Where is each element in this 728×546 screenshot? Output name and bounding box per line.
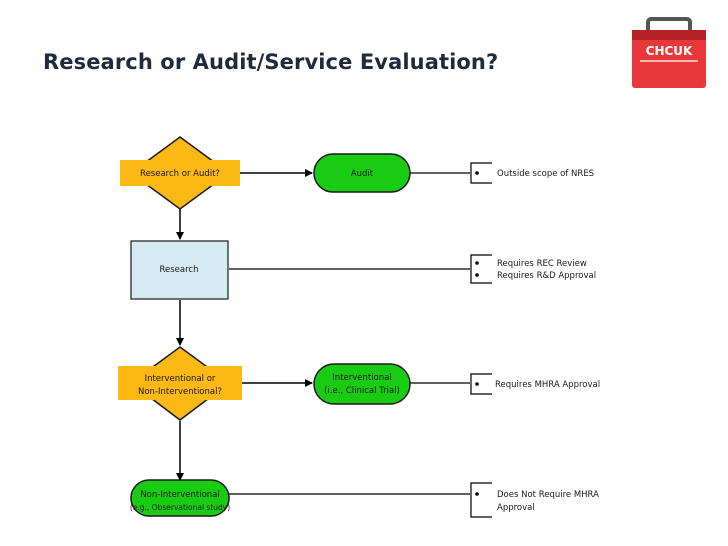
research-node: Research bbox=[130, 240, 229, 300]
chcuk-logo: CHCUK bbox=[632, 17, 706, 88]
note-research-text-2: Requires R&D Approval bbox=[497, 271, 596, 281]
note-research: Requires REC Review Requires R&D Approva… bbox=[470, 254, 596, 284]
noninterventional-label-line1: Non-Interventional bbox=[140, 490, 219, 500]
note-audit: Outside scope of NRES bbox=[470, 162, 594, 184]
note-bracket bbox=[470, 373, 492, 395]
logo-bag bbox=[632, 30, 706, 88]
note-research-text-1: Requires REC Review bbox=[497, 259, 587, 269]
bullet-icon bbox=[475, 492, 479, 496]
note-interventional: Requires MHRA Approval bbox=[470, 373, 600, 395]
research-label: Research bbox=[160, 265, 199, 275]
noninterventional-pill bbox=[130, 479, 230, 517]
decision2-label-line2: Non-Interventional? bbox=[138, 387, 222, 397]
note-bracket bbox=[470, 482, 492, 518]
interventional-label-line2: (i.e., Clinical Trial) bbox=[324, 386, 400, 396]
audit-label: Audit bbox=[351, 169, 374, 179]
research-box bbox=[130, 240, 229, 300]
audit-node: Audit bbox=[313, 153, 411, 193]
interventional-node: Interventional (i.e., Clinical Trial) bbox=[313, 363, 411, 405]
note-bracket bbox=[470, 162, 492, 184]
connectors bbox=[176, 169, 470, 495]
note-noninterventional-text-2: Approval bbox=[497, 503, 535, 513]
bullet-icon bbox=[475, 273, 479, 277]
logo-text: CHCUK bbox=[646, 44, 693, 58]
note-noninterventional-text-1: Does Not Require MHRA bbox=[497, 490, 599, 500]
note-audit-text: Outside scope of NRES bbox=[497, 169, 594, 179]
decision-interventional: Interventional or Non-Interventional? bbox=[118, 346, 242, 421]
noninterventional-node: Non-Interventional (e.g., Observational … bbox=[130, 479, 230, 517]
page-title: Research or Audit/Service Evaluation? bbox=[43, 50, 499, 74]
bullet-icon bbox=[475, 171, 479, 175]
note-interventional-text: Requires MHRA Approval bbox=[495, 380, 600, 390]
decision1-label: Research or Audit? bbox=[140, 169, 220, 179]
noninterventional-label-line2: (e.g., Observational study) bbox=[130, 503, 230, 512]
interventional-pill bbox=[313, 363, 411, 405]
note-bracket bbox=[470, 254, 492, 284]
decision2-label-line1: Interventional or bbox=[145, 374, 216, 384]
audit-pill bbox=[313, 153, 411, 193]
decision-research-or-audit: Research or Audit? bbox=[120, 136, 240, 210]
bullet-icon bbox=[475, 261, 479, 265]
interventional-label-line1: Interventional bbox=[332, 373, 391, 383]
note-noninterventional: Does Not Require MHRA Approval bbox=[470, 482, 599, 518]
bullet-icon bbox=[475, 382, 479, 386]
